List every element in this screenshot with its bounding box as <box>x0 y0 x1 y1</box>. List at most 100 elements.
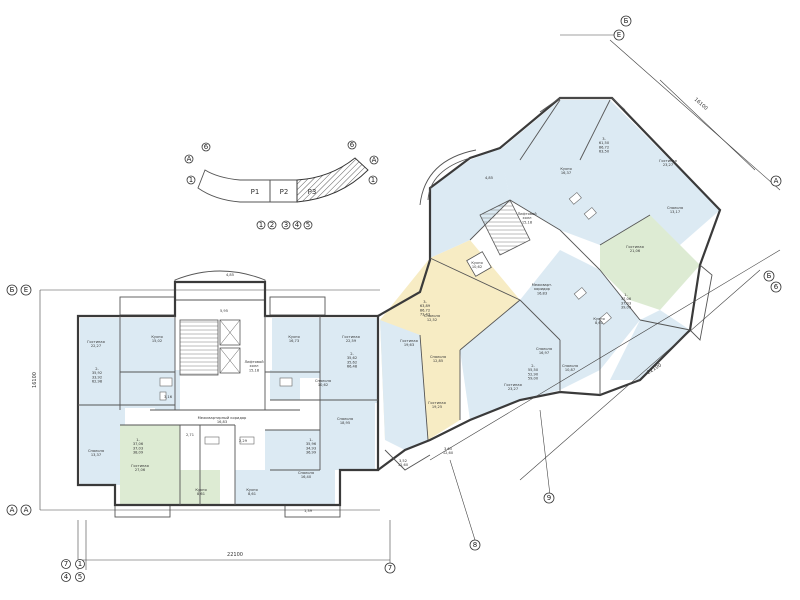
room-label: 5,95 <box>220 309 228 313</box>
axis-label: 7 <box>388 564 392 572</box>
right-apt-3-blue-lower <box>380 320 428 450</box>
axis-label: 9 <box>547 494 551 502</box>
right-bay-window-outer <box>419 149 477 206</box>
svg-text:1: 1 <box>371 176 375 184</box>
right-partitions <box>419 99 691 441</box>
left-stairwell <box>179 319 219 376</box>
axis-label: 1 <box>78 560 82 568</box>
axis-label: Б <box>624 17 629 25</box>
axis-label: 5 <box>78 573 82 581</box>
axis-label: Б <box>767 272 772 280</box>
svg-text:1: 1 <box>189 176 193 184</box>
axis-label: А <box>24 506 29 514</box>
room-label: 4,85 <box>485 176 493 180</box>
right-apt-2-blue <box>460 250 640 420</box>
right-apt-1-green <box>600 215 700 310</box>
svg-text:6: 6 <box>204 143 209 151</box>
key-plan: P1 P2 P3 6 A 1 1 2 3 4 5 6 A 1 <box>184 140 379 230</box>
axis-label: 7 <box>64 560 68 568</box>
right-bay-window <box>427 157 471 201</box>
key-plan-p1-outline <box>197 169 271 203</box>
svg-text:2: 2 <box>270 221 274 229</box>
svg-text:4: 4 <box>295 221 300 229</box>
right-apt-3-top <box>500 100 720 245</box>
axis-label: А <box>10 506 15 514</box>
left-apt-2b-living <box>320 318 378 403</box>
right-loggia-top <box>539 97 626 113</box>
axis-label: Б <box>10 286 15 294</box>
dim-left-vertical: 16100 <box>32 372 38 388</box>
right-elevator <box>466 251 492 277</box>
axis-label: Е <box>24 286 28 294</box>
left-apt-1-living <box>120 425 180 505</box>
left-apt-1b-kitchen <box>235 470 270 505</box>
axis-markers: Б Е А А 7 1 4 5 7 Б Е А Б 6 8 9 <box>6 15 782 582</box>
axis-label: 8 <box>473 541 477 549</box>
key-plan-p3-outline <box>296 157 369 203</box>
left-balcony-top <box>174 270 266 301</box>
svg-text:5: 5 <box>306 221 310 229</box>
room-label: 3,16 <box>164 395 173 399</box>
key-plan-label-p1: P1 <box>251 188 260 196</box>
left-apt-2-bedroom <box>80 405 125 485</box>
dim-right-top: 16100 <box>693 97 709 112</box>
room-label: 1,39 <box>304 509 313 513</box>
left-service-1 <box>155 370 180 410</box>
dim-left-horizontal: 22100 <box>227 552 243 558</box>
dimension-lines <box>39 34 781 570</box>
axis-label: А <box>774 177 779 185</box>
right-loggia-right <box>689 264 713 341</box>
svg-text:A: A <box>372 156 377 164</box>
left-loggia-3 <box>114 504 171 518</box>
left-apt-2-kitchen <box>120 318 175 373</box>
svg-text:A: A <box>187 155 192 163</box>
right-bathroom-fixtures <box>568 192 612 325</box>
key-plan-label-p3: P3 <box>308 188 317 196</box>
left-partitions <box>78 316 378 505</box>
left-apt-1b-bedroom <box>265 430 335 505</box>
room-label: 2,29 <box>239 439 248 443</box>
left-loggia-1 <box>119 296 176 316</box>
axis-label: Е <box>617 31 621 39</box>
left-loggia-2 <box>269 296 326 316</box>
svg-text:6: 6 <box>350 141 355 149</box>
room-label: 2,71 <box>186 433 194 437</box>
left-loggia-4 <box>284 504 341 518</box>
right-loggia-bottom <box>384 449 431 471</box>
left-apt-2b-kitchen <box>272 318 322 378</box>
